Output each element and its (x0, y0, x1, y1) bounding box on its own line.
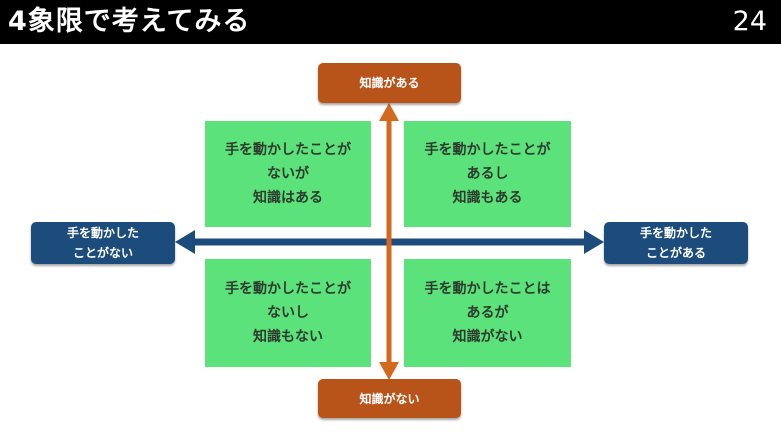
axis-label-has-experience: 手を動かした ことがある (604, 222, 748, 264)
quadrant-top-left: 手を動かしたことが ないが 知識はある (205, 121, 371, 227)
axis-label-knowledge-no: 知識がない (318, 379, 461, 418)
axis-label-no-experience: 手を動かした ことがない (31, 222, 175, 264)
quadrant-bottom-left: 手を動かしたことが ないし 知識もない (205, 259, 371, 367)
slide-header: 4象限で考えてみる 24 (0, 0, 781, 44)
axis-label-knowledge-yes: 知識がある (318, 63, 461, 103)
slide-title: 4象限で考えてみる (8, 6, 251, 37)
quadrant-bottom-right: 手を動かしたことは あるが 知識がない (404, 259, 571, 367)
quadrant-top-right: 手を動かしたことが あるし 知識もある (404, 121, 571, 227)
page-number: 24 (732, 6, 767, 37)
vertical-axis-arrow (379, 103, 399, 380)
